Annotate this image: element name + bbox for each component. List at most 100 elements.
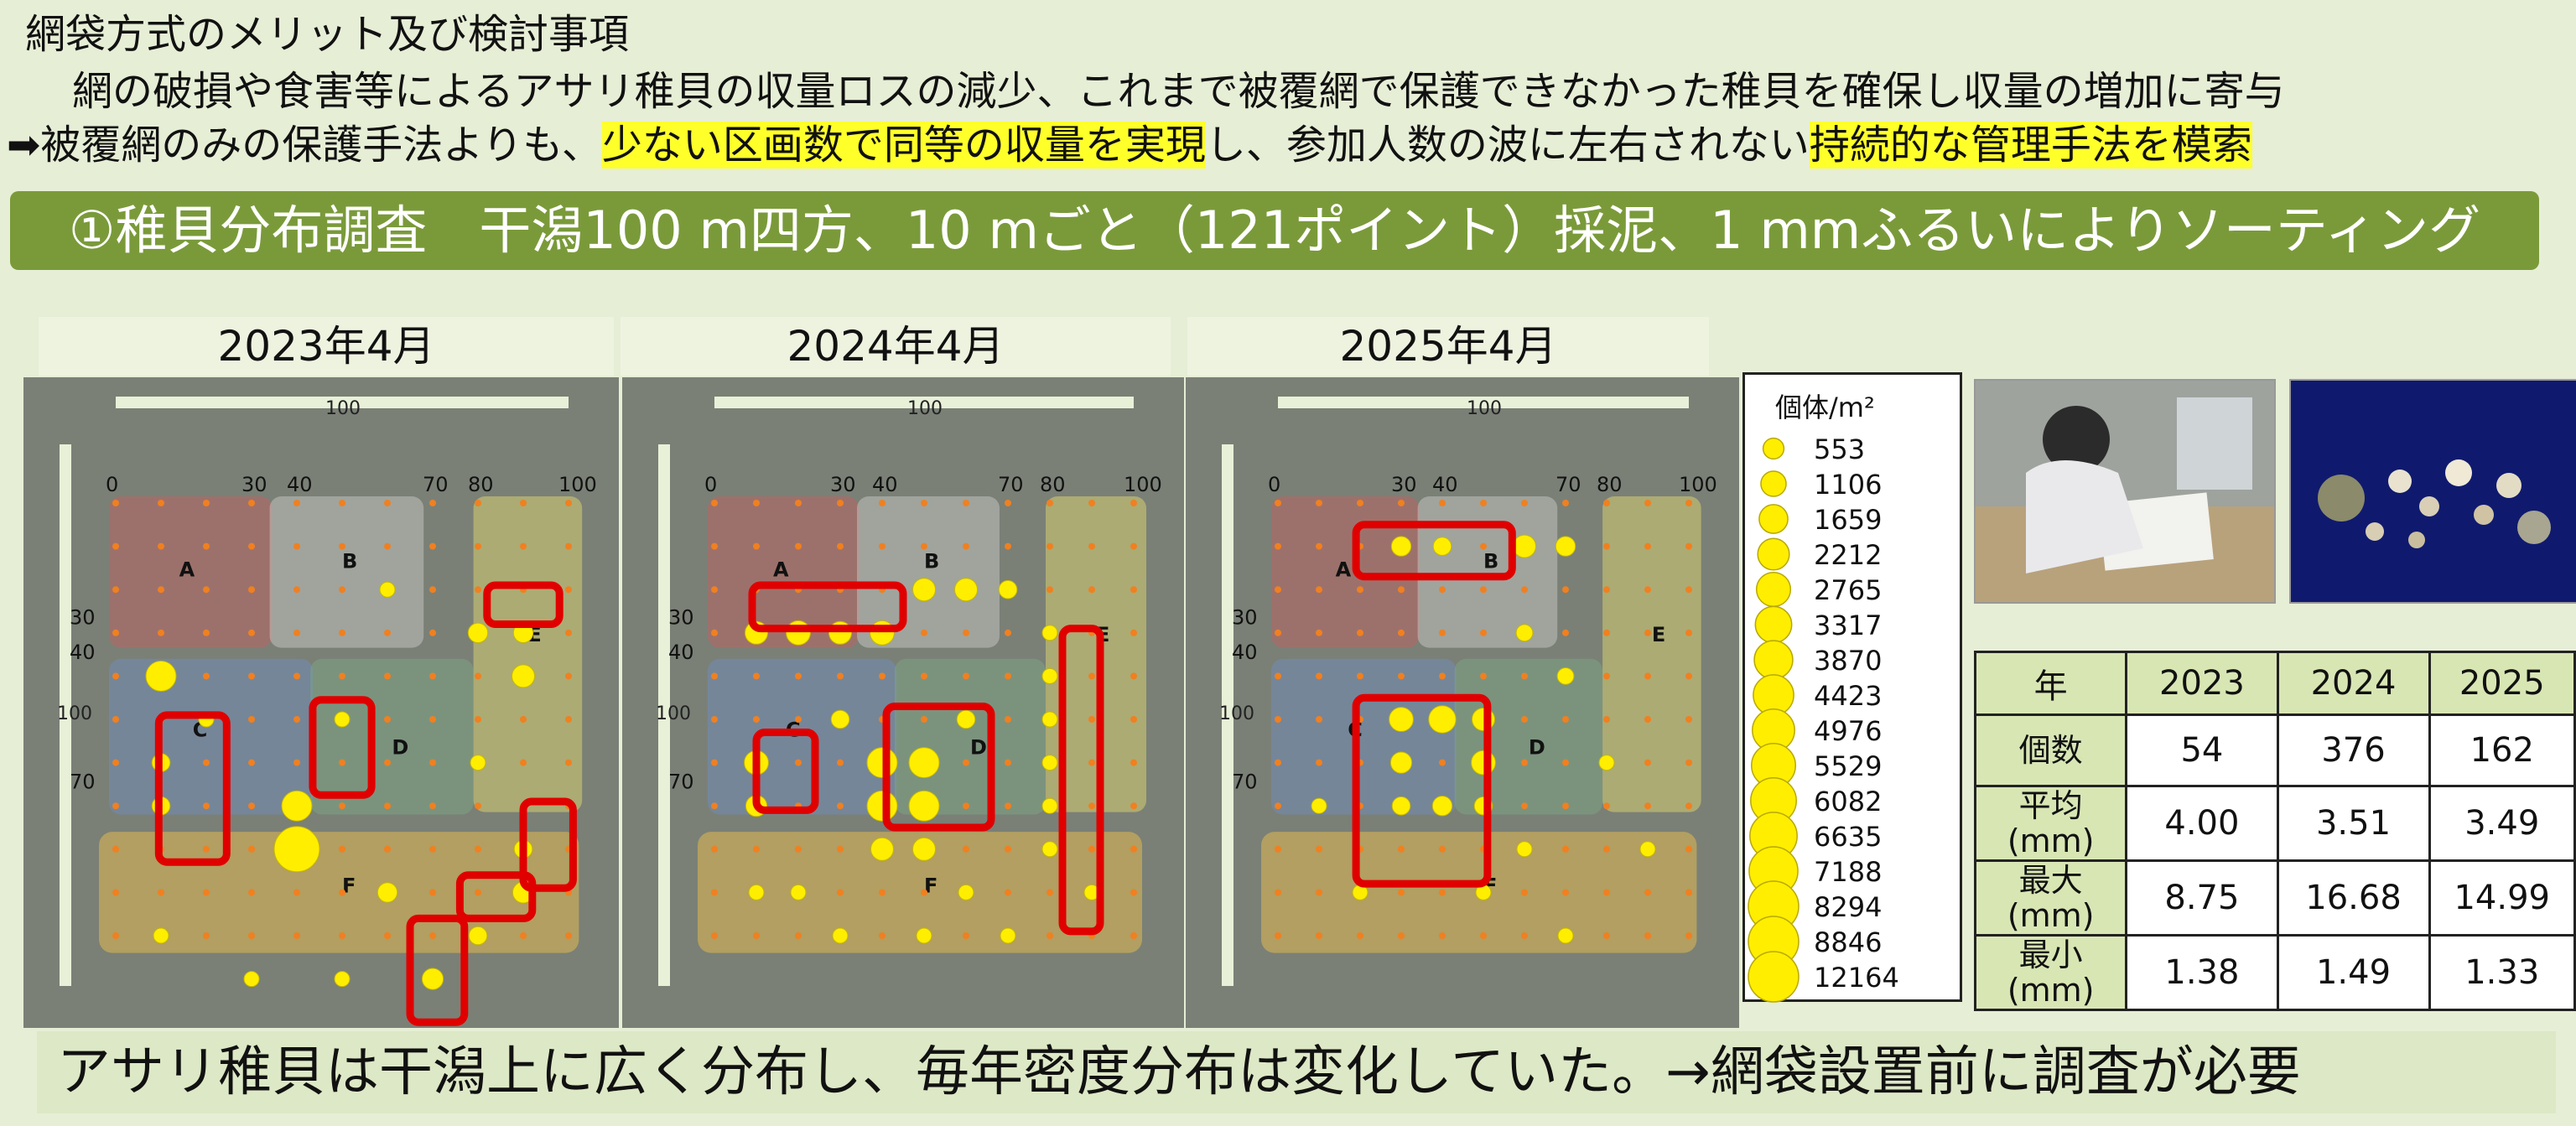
- sample-point: [963, 759, 969, 766]
- zone-label: B: [924, 549, 939, 573]
- sample-point: [1088, 500, 1095, 506]
- density-bubble: [334, 971, 351, 988]
- sample-point: [1275, 932, 1281, 939]
- sample-point: [248, 542, 255, 550]
- sample-point: [475, 500, 481, 506]
- year-tab-2023: 2023年4月: [39, 317, 614, 376]
- legend-bubble-icon: [1751, 743, 1796, 788]
- sample-point: [293, 932, 300, 939]
- sample-point: [1357, 586, 1363, 594]
- header-title: 網袋方式のメリット及び検討事項: [25, 11, 630, 58]
- sample-point: [1562, 500, 1569, 506]
- sample-point: [429, 500, 436, 506]
- sample-point: [248, 586, 255, 594]
- sample-point: [112, 629, 119, 636]
- sample-point: [565, 759, 572, 766]
- density-bubble: [379, 581, 396, 598]
- highlight-frame: [752, 728, 819, 814]
- sample-point: [753, 672, 760, 680]
- sample-point: [1130, 845, 1137, 853]
- y-tick-label: 30: [70, 605, 96, 629]
- highlight-frame: [455, 871, 537, 922]
- density-bubble: [1598, 755, 1615, 771]
- sample-point: [475, 802, 481, 810]
- sample-point: [1357, 932, 1363, 939]
- sample-point: [963, 845, 969, 853]
- zone-b: [1417, 496, 1558, 648]
- sample-point: [837, 500, 844, 506]
- table-header-cell: 2025: [2428, 651, 2576, 716]
- sample-point: [248, 500, 255, 506]
- sample-point: [1644, 500, 1651, 506]
- sample-point: [921, 500, 927, 506]
- x-tick-label: 30: [830, 473, 856, 496]
- sample-point: [795, 932, 802, 939]
- legend-value: 2765: [1814, 574, 1883, 606]
- table-row: 最大 (mm) 8.75 16.68 14.99: [1973, 859, 2576, 937]
- density-bubble: [1041, 625, 1058, 641]
- sample-point: [1005, 542, 1011, 550]
- sample-point: [837, 542, 844, 550]
- y-tick-label: 30: [668, 605, 694, 629]
- sample-point: [429, 716, 436, 723]
- legend-bubble-icon: [1748, 951, 1800, 1003]
- sample-point: [203, 672, 210, 680]
- density-bubble: [1041, 667, 1058, 684]
- sample-point: [921, 542, 927, 550]
- sample-point: [1130, 802, 1137, 810]
- table-cell: 1.33: [2428, 934, 2576, 1011]
- y-tick-label: 40: [70, 641, 96, 664]
- x-tick-label: 100: [1124, 473, 1162, 496]
- sample-point: [1275, 629, 1281, 636]
- sample-point: [795, 672, 802, 680]
- sample-point: [1357, 672, 1363, 680]
- sample-point: [879, 542, 886, 550]
- sample-point: [1357, 500, 1363, 506]
- density-bubble: [958, 884, 974, 900]
- x-tick-label: 70: [423, 473, 449, 496]
- sample-point: [339, 802, 345, 810]
- density-bubble: [1472, 708, 1495, 731]
- sample-point: [921, 716, 927, 723]
- sample-point: [203, 629, 210, 636]
- highlight-frame: [154, 711, 231, 866]
- y-tick-label: 40: [1232, 641, 1258, 664]
- sample-point: [1088, 802, 1095, 810]
- sample-point: [1644, 716, 1651, 723]
- sample-point: [1603, 500, 1610, 506]
- density-bubble: [786, 620, 811, 646]
- sorted-clams-photo: [2289, 379, 2576, 604]
- sample-point: [1644, 629, 1651, 636]
- sample-point: [1130, 629, 1137, 636]
- density-bubble: [1389, 707, 1414, 732]
- sample-point: [1046, 889, 1053, 896]
- x-tick-label: 100: [558, 473, 597, 496]
- legend-value: 553: [1814, 433, 1866, 465]
- legend-entry: 553: [1745, 432, 1960, 465]
- sample-point: [429, 802, 436, 810]
- sample-point: [1005, 845, 1011, 853]
- sample-point: [1316, 845, 1322, 853]
- sample-point: [1316, 716, 1322, 723]
- zone-label: F: [924, 874, 937, 897]
- sample-point: [1644, 759, 1651, 766]
- legend-entry: 12164: [1745, 951, 1960, 1003]
- header-line1: 網の破損や食害等によるアサリ稚貝の収量ロスの減少、これまで被覆網で保護できなかっ…: [72, 68, 2285, 115]
- sample-point: [795, 542, 802, 550]
- density-bubble: [870, 837, 894, 861]
- density-bubble: [954, 578, 978, 602]
- legend-value: 5529: [1814, 750, 1883, 782]
- density-bubble: [1389, 751, 1413, 774]
- sample-point: [1439, 672, 1446, 680]
- sample-point: [1130, 586, 1137, 594]
- density-bubble: [908, 747, 940, 779]
- sample-point: [112, 500, 119, 506]
- density-bubble: [1041, 755, 1058, 771]
- sample-point: [384, 542, 391, 550]
- sample-point: [1275, 802, 1281, 810]
- sample-point: [1316, 629, 1322, 636]
- row-label: 個数: [1973, 713, 2128, 787]
- sample-point: [1005, 759, 1011, 766]
- density-bubble: [1639, 841, 1656, 858]
- legend-entry: 4423: [1745, 674, 1960, 716]
